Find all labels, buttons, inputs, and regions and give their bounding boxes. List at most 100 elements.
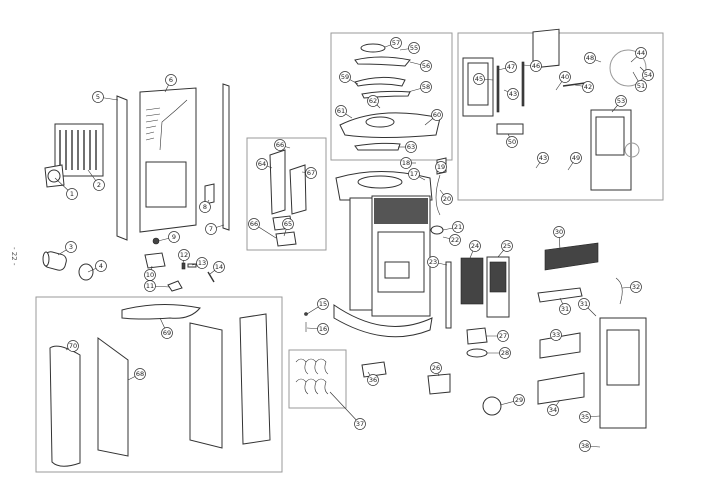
callout-69: 69 (159, 317, 173, 339)
callout-45: 45 (473, 73, 494, 85)
callout-32: 32 (621, 281, 642, 293)
callout-circle (354, 418, 366, 430)
callout-circle (499, 347, 511, 359)
callout-circle (205, 223, 217, 235)
callout-1: 1 (54, 177, 78, 200)
callout-circle (630, 281, 642, 293)
callout-number: 69 (163, 329, 171, 337)
callout-61: 61 (335, 105, 353, 119)
callout-circle (335, 105, 347, 117)
callout-67: 67 (301, 167, 317, 179)
pipe-sleeve (42, 251, 67, 271)
left-rail (116, 95, 128, 241)
hinge-detail-circle (624, 142, 640, 158)
callout-circle (537, 152, 549, 164)
callout-number: 68 (136, 370, 144, 378)
callout-15: 15 (306, 298, 329, 315)
callout-47: 47 (497, 61, 517, 73)
auger-group-box (246, 137, 327, 251)
callout-number: 36 (369, 376, 377, 384)
callout-37: 37 (329, 391, 366, 430)
callout-65: 65 (282, 218, 294, 237)
callout-number: 10 (146, 271, 154, 279)
thermostat (430, 225, 444, 235)
callout-circle (93, 179, 105, 191)
callout-number: 43 (539, 154, 547, 162)
door-window (595, 116, 625, 156)
side-panel-left-outer (49, 345, 81, 467)
motor-unit (144, 252, 166, 269)
callout-42: 42 (574, 81, 594, 93)
lower-grille (537, 372, 585, 405)
callout-circle (248, 218, 260, 230)
callout-12: 12 (178, 249, 190, 265)
callout-circle (506, 136, 518, 148)
callout-circle (635, 80, 647, 92)
gasket-ring (78, 263, 94, 281)
callout-number: 67 (307, 169, 315, 177)
callout-number: 60 (433, 111, 441, 119)
callout-circle (408, 42, 420, 54)
callout-number: 49 (572, 154, 580, 162)
callout-58: 58 (407, 81, 432, 93)
callout-number: 13 (198, 259, 206, 267)
callout-number: 50 (508, 138, 516, 146)
callout-38: 38 (579, 440, 601, 452)
back-panel-opening (145, 161, 187, 208)
callout-57: 57 (384, 37, 402, 49)
callout-number: 65 (284, 220, 292, 228)
callout-number: 62 (369, 97, 377, 105)
callout-43: 43 (503, 88, 519, 100)
callout-circle (305, 167, 317, 179)
callout-circle (65, 241, 77, 253)
callout-44: 44 (630, 47, 647, 63)
callout-circle (144, 280, 156, 292)
handle (615, 277, 623, 305)
callout-circle (553, 226, 565, 238)
callout-circle (405, 141, 417, 153)
callout-5: 5 (92, 91, 119, 103)
callout-circle (168, 231, 180, 243)
callout-circle (317, 323, 329, 335)
heat-shield-grid (460, 257, 484, 305)
callout-number: 35 (581, 413, 589, 421)
callout-number: 44 (637, 49, 645, 57)
callout-25: 25 (497, 240, 513, 258)
callout-43: 43 (535, 152, 549, 169)
burn-pot (466, 348, 488, 358)
callout-number: 31 (580, 300, 588, 308)
callout-11: 11 (144, 280, 171, 292)
cables-group-box (288, 349, 347, 409)
callout-number: 66 (276, 141, 284, 149)
control-board (361, 361, 387, 378)
callout-circle (420, 60, 432, 72)
callout-circle (582, 81, 594, 93)
callout-circle (435, 161, 447, 173)
callout-number: 9 (172, 233, 176, 241)
callout-circle (452, 221, 464, 233)
callout-number: 53 (617, 97, 625, 105)
callout-22: 22 (442, 234, 461, 246)
callout-number: 3 (69, 243, 73, 251)
probe (207, 271, 215, 283)
callout-62: 62 (367, 95, 381, 109)
callout-circle (559, 71, 571, 83)
callout-circle (390, 37, 402, 49)
callout-number: 40 (561, 73, 569, 81)
callout-number: 43 (509, 90, 517, 98)
callout-number: 48 (586, 54, 594, 62)
callout-number: 20 (443, 195, 451, 203)
callout-circle (408, 168, 420, 180)
glass-strip (562, 82, 586, 87)
callout-circle (559, 303, 571, 315)
callout-number: 57 (392, 39, 400, 47)
callout-number: 7 (209, 225, 213, 233)
callout-66: 66 (274, 139, 291, 151)
callout-circle (547, 404, 559, 416)
callout-66: 66 (248, 218, 277, 239)
auger-screw (269, 149, 286, 215)
callout-number: 16 (319, 325, 327, 333)
callout-circle (420, 81, 432, 93)
callout-circle (449, 234, 461, 246)
